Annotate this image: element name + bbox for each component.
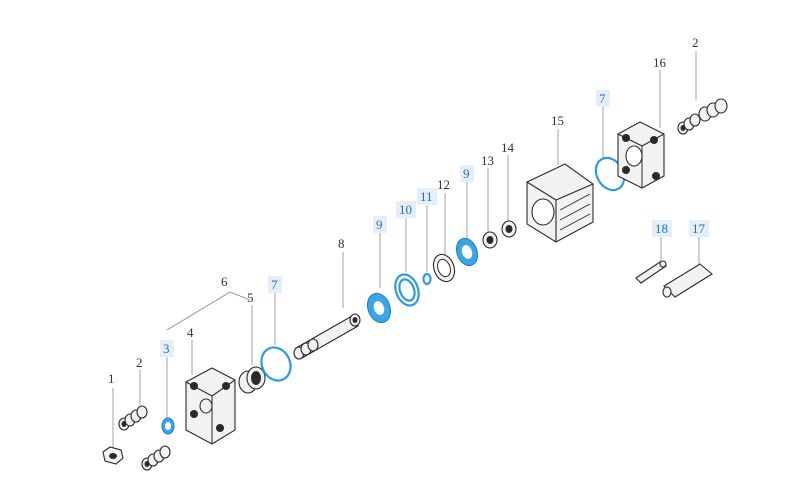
o-ring-11	[422, 272, 432, 286]
cylinder-barrel	[526, 163, 594, 243]
fitting-lower-left-lower	[141, 445, 171, 471]
callout-15: 15	[551, 113, 564, 128]
callout-7-left: 7	[271, 277, 278, 292]
fitting-lower-left-upper	[118, 405, 148, 431]
callout-12: 12	[437, 177, 450, 192]
end-cap-right	[617, 121, 665, 189]
callout-7-right: 7	[599, 91, 606, 106]
callout-14: 14	[501, 140, 515, 155]
callout-2-left: 2	[136, 355, 143, 370]
callout-8: 8	[338, 236, 345, 251]
piston-seal-9-right	[455, 237, 479, 267]
callout-5: 5	[247, 290, 254, 305]
lubricant-tube-18	[635, 260, 667, 284]
callout-2-right: 2	[692, 35, 699, 50]
guide-ring-12	[432, 253, 456, 283]
callout-4: 4	[187, 325, 194, 340]
callout-13: 13	[481, 153, 494, 168]
callout-1: 1	[108, 371, 115, 386]
bushing-5	[238, 366, 266, 394]
callout-9-left: 9	[376, 217, 383, 232]
piston-rod	[293, 313, 361, 360]
seal-3	[161, 417, 175, 435]
leader-lines	[112, 51, 700, 448]
washer-13	[482, 231, 498, 249]
callout-10: 10	[399, 202, 412, 217]
hex-nut	[102, 446, 124, 465]
callout-17: 17	[692, 221, 706, 236]
fitting-upper-right	[677, 98, 728, 135]
end-cap-left	[185, 367, 236, 445]
callout-6: 6	[221, 274, 228, 289]
magnet-ring-10	[394, 273, 420, 307]
piston-seal-9-left	[366, 292, 392, 324]
nut-14	[501, 220, 517, 238]
lubricant-tube-17	[662, 263, 713, 298]
callout-16: 16	[653, 55, 667, 70]
o-ring-7-left	[260, 346, 292, 382]
callout-11: 11	[420, 189, 433, 204]
callout-labels: 1 2 3 4 5 6 7 8 9 10 11 12 9 13 14 15 7 …	[108, 35, 709, 386]
callout-18: 18	[655, 221, 668, 236]
callout-3: 3	[163, 341, 170, 356]
callout-9-right: 9	[463, 166, 470, 181]
